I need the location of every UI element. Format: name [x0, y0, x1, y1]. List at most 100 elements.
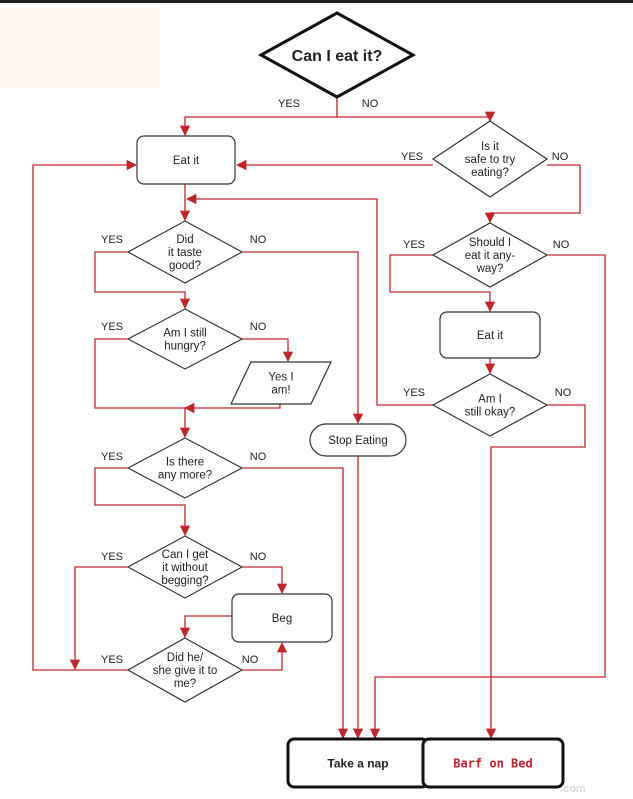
node-text-line: Can I get — [162, 549, 209, 561]
node-text-line: Eat it — [173, 155, 200, 167]
edge-without-begging-to-beg — [242, 566, 288, 595]
node-text-line: Eat it — [477, 330, 504, 342]
branch-label-yes: YES — [101, 551, 123, 563]
node-text-line: Barf on Bed — [453, 756, 532, 770]
top-border — [0, 0, 633, 3]
watermark: .com — [560, 783, 586, 795]
edge-yes-i-am-to-any-more — [183, 402, 281, 414]
node-barf-bed: Barf on Bed — [421, 737, 565, 789]
edge-eat-anyway-to-take-nap — [369, 254, 606, 740]
process-shape — [439, 311, 541, 359]
branch-label-no: NO — [250, 451, 267, 463]
branch-label-no: NO — [242, 654, 259, 666]
decision-shape — [257, 11, 417, 99]
node-text-line: Did — [176, 234, 193, 246]
node-text-line: good? — [169, 260, 201, 272]
node-text-line: Yes I — [268, 372, 293, 384]
node-text-line: Is there — [166, 457, 204, 469]
node-stop-eating: Stop Eating — [309, 423, 407, 457]
node-text-line: any more? — [158, 470, 212, 482]
edge-give-it-to-beg — [242, 641, 288, 671]
node-text-line: Stop Eating — [328, 435, 387, 447]
branch-label-yes: YES — [403, 239, 425, 251]
node-text-line: hungry? — [164, 341, 206, 353]
decision-shape — [126, 437, 244, 499]
end-shape — [421, 737, 565, 789]
edge-start-to-eat-it-1 — [179, 97, 338, 137]
node-text-line: way? — [476, 263, 504, 275]
branch-label-no: NO — [552, 151, 569, 163]
node-text-line: she give it to — [153, 665, 218, 677]
branch-label-no: NO — [555, 387, 572, 399]
decision-shape — [431, 120, 549, 198]
branch-label-yes: YES — [101, 234, 123, 246]
branch-label-yes: YES — [101, 321, 123, 333]
node-text-line: Beg — [272, 613, 292, 625]
node-text-line: it without — [162, 562, 208, 574]
edge-still-okay-to-barf-bed — [485, 404, 586, 740]
branch-label-yes: YES — [278, 98, 300, 110]
node-start: Can I eat it? — [257, 11, 417, 99]
edge-eat-anyway-to-eat-it-2 — [389, 254, 496, 313]
terminal-shape — [309, 423, 407, 457]
edge-without-begging-to-eat-it-1 — [69, 566, 128, 671]
branch-label-no: NO — [553, 239, 570, 251]
branch-label-yes: YES — [401, 151, 423, 163]
node-text-line: Did he/ — [167, 652, 204, 664]
connectors — [32, 97, 606, 740]
branch-label-yes: YES — [101, 451, 123, 463]
edge-taste-good-to-stop-eating — [242, 251, 364, 425]
branch-label-no: NO — [250, 551, 267, 563]
edge-taste-good-to-still-hungry — [94, 251, 191, 310]
edge-any-more-to-without-begging — [94, 467, 191, 537]
node-text-line: Take a nap — [327, 756, 388, 770]
edge-safe-to-try-to-eat-anyway — [484, 164, 581, 224]
node-text-line: safe to try — [465, 154, 516, 166]
decision-shape — [431, 222, 549, 288]
edge-give-it-to-eat-it-1 — [32, 159, 138, 671]
node-yes-i-am: Yes Iam! — [230, 361, 332, 405]
decision-shape — [126, 220, 244, 284]
decision-shape — [126, 535, 244, 599]
io-shape — [230, 361, 332, 405]
node-eat-it-1: Eat it — [136, 135, 236, 185]
node-text-line: it taste — [168, 247, 202, 259]
node-text-line: eating? — [471, 167, 509, 179]
node-text-line: Is it — [481, 141, 500, 153]
node-eat-it-2: Eat it — [439, 311, 541, 359]
decision-shape — [126, 637, 244, 703]
corner-patch — [0, 8, 160, 88]
edge-still-hungry-to-any-more — [94, 338, 191, 439]
node-text-line: Should I — [469, 237, 511, 249]
node-take-nap: Take a nap — [286, 737, 430, 789]
branch-label-yes: YES — [403, 387, 425, 399]
decision-shape — [126, 308, 244, 370]
node-text-line: Am I still — [163, 328, 206, 340]
branch-label-no: NO — [250, 321, 267, 333]
edge-beg-to-give-it — [179, 615, 232, 639]
process-shape — [136, 135, 236, 185]
edge-start-to-safe-to-try — [337, 111, 496, 123]
process-shape — [231, 593, 333, 643]
decision-shape — [431, 373, 549, 437]
branch-label-yes: YES — [101, 654, 123, 666]
node-beg: Beg — [231, 593, 333, 643]
edge-still-hungry-to-yes-i-am — [242, 338, 294, 363]
node-text-line: begging? — [161, 575, 208, 587]
branch-labels: YES NO YES NO YES NO YES NO YES NO YES NO YES NO YES NO… — [101, 98, 572, 666]
node-text-line: Am I — [478, 394, 502, 406]
node-text-line: eat it any- — [465, 250, 516, 262]
node-text-line: me? — [174, 678, 196, 690]
branch-label-no: NO — [362, 98, 379, 110]
node-text-line: still okay? — [465, 407, 516, 419]
edge-any-more-to-take-nap — [242, 467, 349, 740]
